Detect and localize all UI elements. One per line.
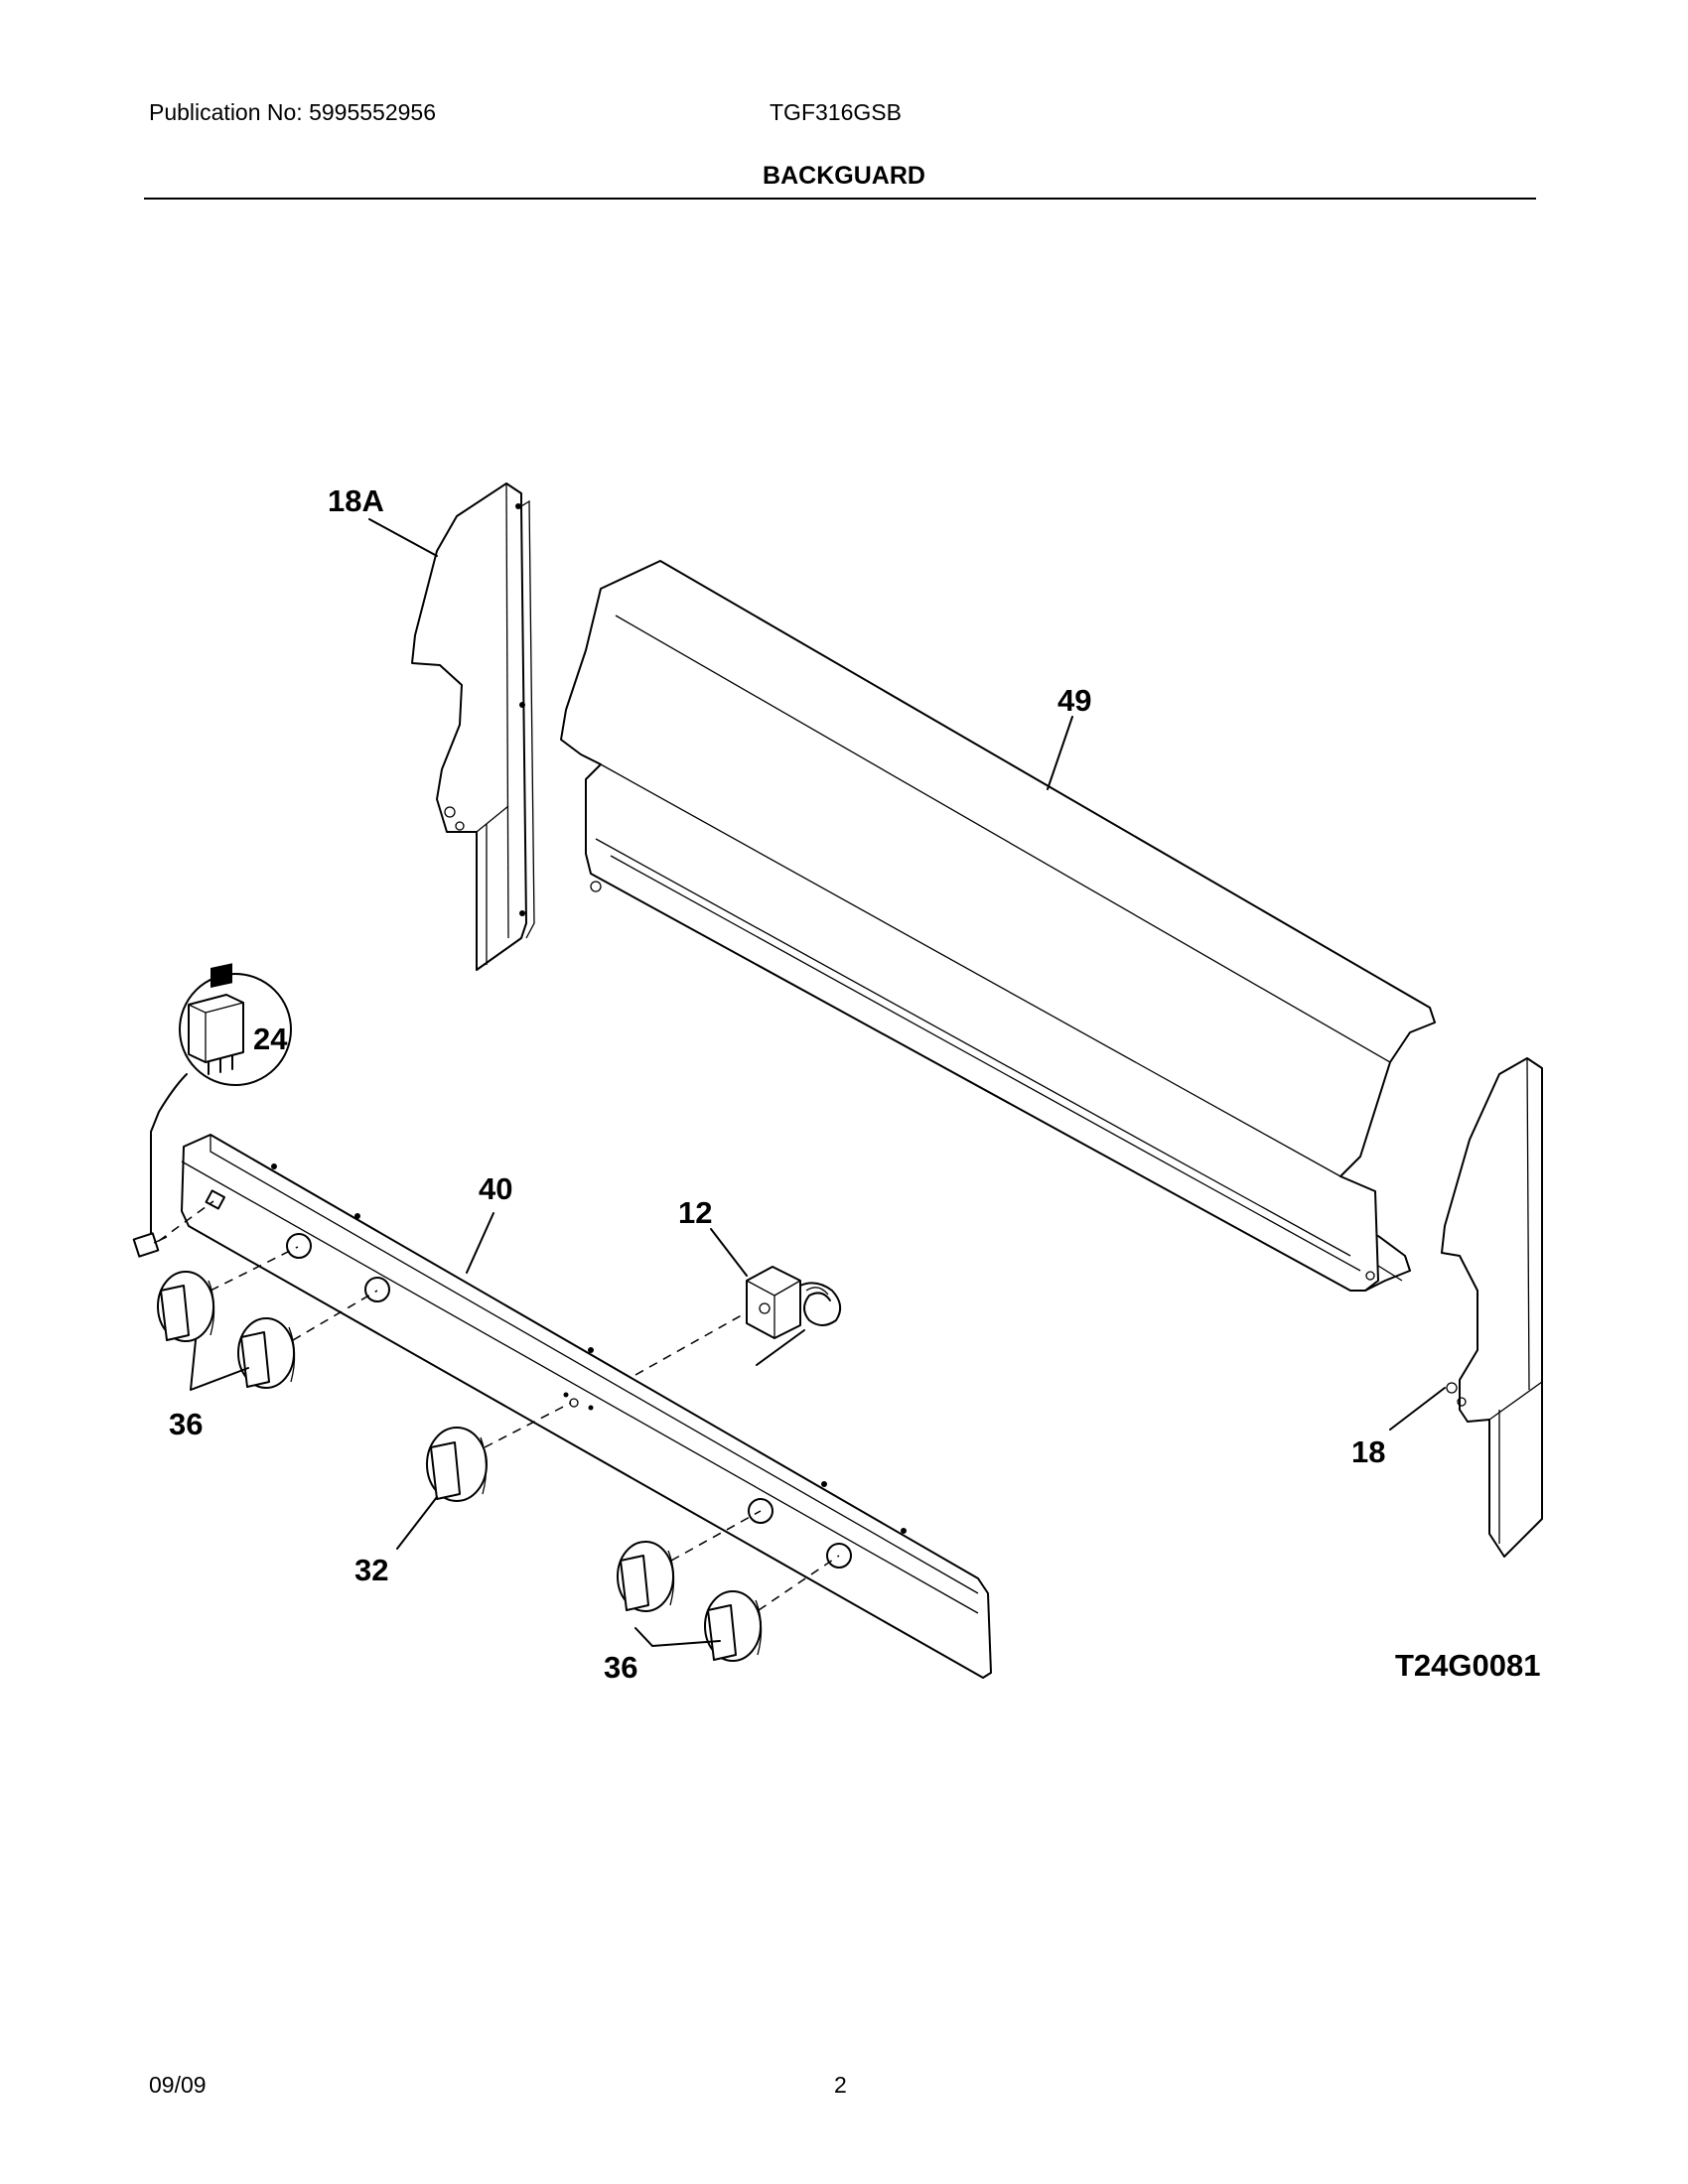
- callout-12: 12: [678, 1195, 712, 1230]
- callout-40: 40: [479, 1171, 512, 1206]
- callout-18a: 18A: [328, 483, 384, 518]
- callout-49: 49: [1057, 683, 1091, 718]
- callout-32: 32: [354, 1553, 388, 1587]
- side-trim-18: [1441, 1057, 1543, 1558]
- knob-36-d: [704, 1590, 763, 1662]
- callout-36-bottom: 36: [604, 1650, 637, 1685]
- alignment-lines: [158, 1200, 840, 1611]
- control-panel-40: [181, 1134, 992, 1679]
- control-knobs: [157, 1271, 763, 1662]
- header-rule: [144, 198, 1536, 200]
- publication-number: Publication No: 5995552956: [149, 99, 437, 125]
- thermostat-12: [746, 1266, 842, 1366]
- knob-36-c: [617, 1541, 675, 1612]
- callout-18: 18: [1351, 1434, 1385, 1469]
- drawing-id: T24G0081: [1395, 1648, 1541, 1683]
- knob-36-a: [157, 1271, 215, 1342]
- side-trim-18a: [411, 482, 535, 971]
- footer-date: 09/09: [149, 2072, 207, 2098]
- backguard-panel-49: [560, 560, 1436, 1292]
- callout-36-left: 36: [169, 1407, 203, 1441]
- leader-lines: [190, 518, 1446, 1647]
- model-number: TGF316GSB: [770, 99, 902, 125]
- callout-24: 24: [253, 1022, 288, 1056]
- knob-32: [426, 1427, 488, 1502]
- section-title: BACKGUARD: [763, 162, 925, 190]
- rocker-switch-24: [132, 963, 292, 1258]
- page-number: 2: [834, 2072, 847, 2098]
- knob-36-b: [237, 1317, 296, 1389]
